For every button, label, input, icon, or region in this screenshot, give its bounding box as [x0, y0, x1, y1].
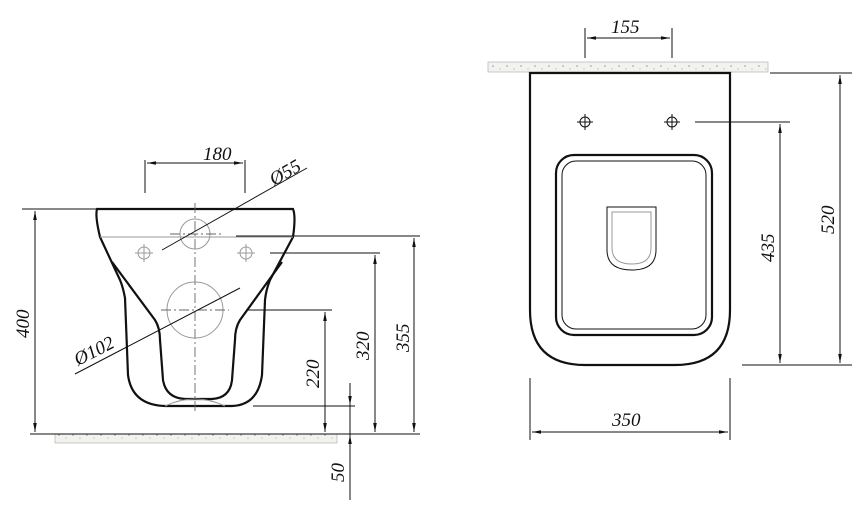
dim-355: 355	[393, 324, 414, 354]
dim-50: 50	[328, 463, 349, 483]
bowl-outline	[95, 207, 296, 408]
flush-cavity	[606, 206, 657, 271]
dim-520: 520	[818, 205, 839, 234]
dim-180: 180	[203, 144, 232, 165]
mount-hole-left-icon	[577, 114, 593, 130]
mount-hole-left-icon	[135, 244, 153, 262]
dim-diameter-55: Ø55	[265, 156, 305, 191]
dim-320: 320	[353, 331, 374, 361]
dim-220: 220	[303, 359, 324, 388]
dim-350: 350	[611, 410, 641, 431]
mount-hole-right-icon	[237, 244, 255, 262]
base-arc	[164, 398, 226, 407]
mount-hole-right-icon	[664, 114, 680, 130]
lid-outline	[554, 153, 714, 337]
wall-slab	[487, 61, 769, 73]
seat-outline	[528, 71, 732, 367]
front-view: 180 Ø55 Ø102 400 355 320 220 50	[13, 144, 420, 500]
floor-slab	[54, 433, 338, 444]
dim-400: 400	[13, 309, 34, 338]
dim-155: 155	[611, 17, 640, 38]
dim-diameter-102: Ø102	[70, 332, 118, 371]
dim-435: 435	[758, 234, 779, 263]
top-view: 155 435 520 350	[487, 17, 852, 440]
